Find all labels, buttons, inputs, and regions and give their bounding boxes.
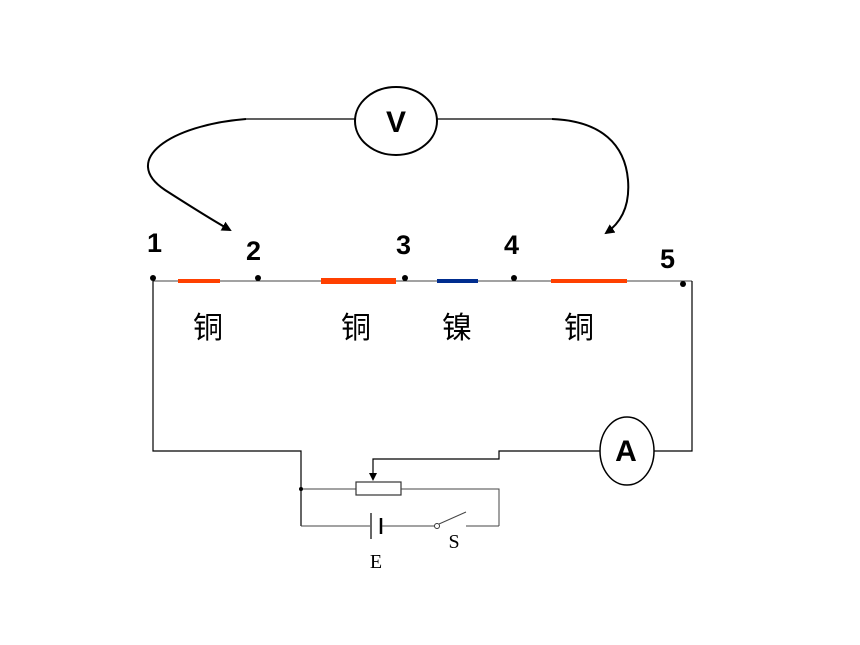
switch-contact xyxy=(434,523,440,529)
node-label-4: 4 xyxy=(504,230,519,260)
material-label-3: 镍 xyxy=(442,311,472,346)
material-label-1: 铜 xyxy=(193,311,223,346)
copper-segment-2 xyxy=(321,278,396,284)
copper-segment-1 xyxy=(178,279,220,283)
ammeter-label: A xyxy=(615,435,637,468)
battery-label: E xyxy=(370,551,382,573)
ammeter-to-rheostat-wire xyxy=(372,450,600,476)
node-label-2: 2 xyxy=(246,236,261,266)
switch-label: S xyxy=(448,531,459,553)
material-label-4: 铜 xyxy=(564,311,594,346)
rheostat-right-wire xyxy=(401,488,500,526)
voltmeter-probe-left xyxy=(147,118,247,231)
node-dot-4 xyxy=(511,275,517,281)
ammeter xyxy=(599,416,655,486)
node-dot-2 xyxy=(255,275,261,281)
voltmeter xyxy=(354,86,438,156)
node-label-1: 1 xyxy=(147,228,162,258)
junction-dot xyxy=(299,487,303,491)
voltmeter-probe-right xyxy=(551,118,630,235)
copper-segment-3 xyxy=(551,279,627,283)
right-return-wire xyxy=(654,281,693,452)
node-dot-5 xyxy=(680,281,686,287)
rheostat-slider-arrow xyxy=(369,473,377,481)
node-dot-1 xyxy=(150,275,156,281)
switch-blade xyxy=(438,511,467,525)
left-return-wire xyxy=(152,281,302,526)
node-label-3: 3 xyxy=(396,230,411,260)
nickel-segment xyxy=(437,279,478,283)
rheostat xyxy=(355,481,402,496)
node-dot-3 xyxy=(402,275,408,281)
node-label-5: 5 xyxy=(660,244,675,274)
voltmeter-label: V xyxy=(386,106,406,139)
material-label-2: 铜 xyxy=(341,311,371,346)
